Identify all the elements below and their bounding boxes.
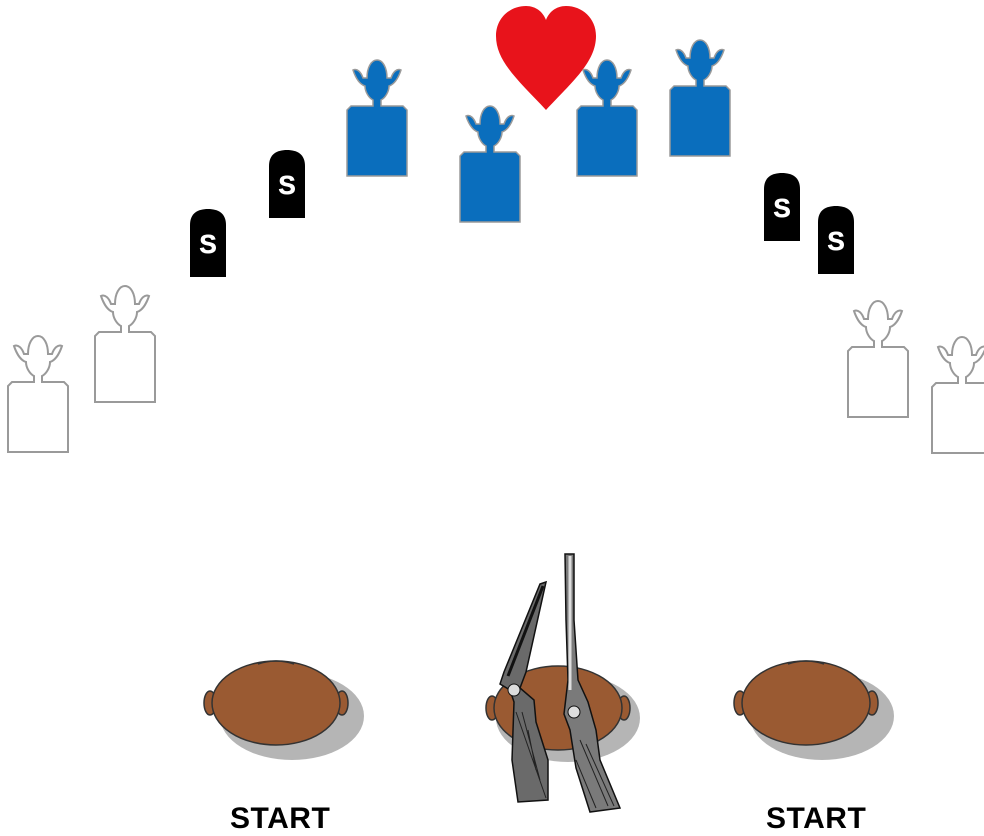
steel-plate-4: S bbox=[818, 206, 854, 274]
steel-plate-letter: S bbox=[278, 170, 295, 200]
target-white-2 bbox=[95, 286, 155, 402]
start-label-left: START bbox=[230, 802, 330, 836]
target-blue-1 bbox=[347, 60, 407, 176]
steel-plate-2: S bbox=[269, 150, 305, 218]
steel-plate-1: S bbox=[190, 209, 226, 277]
target-blue-2 bbox=[460, 106, 520, 222]
barrel-left bbox=[204, 661, 364, 760]
start-label-right: START bbox=[766, 802, 866, 836]
steel-plate-3: S bbox=[764, 173, 800, 241]
steel-plate-letter: S bbox=[827, 226, 844, 256]
target-blue-4 bbox=[670, 40, 730, 156]
steel-plate-letter: S bbox=[199, 229, 216, 259]
heart-icon bbox=[496, 6, 596, 110]
steel-plate-letter: S bbox=[773, 193, 790, 223]
target-white-4 bbox=[932, 337, 984, 453]
target-blue-3 bbox=[577, 60, 637, 176]
barrel-right bbox=[734, 661, 894, 760]
target-white-3 bbox=[848, 301, 908, 417]
target-white-1 bbox=[8, 336, 68, 452]
